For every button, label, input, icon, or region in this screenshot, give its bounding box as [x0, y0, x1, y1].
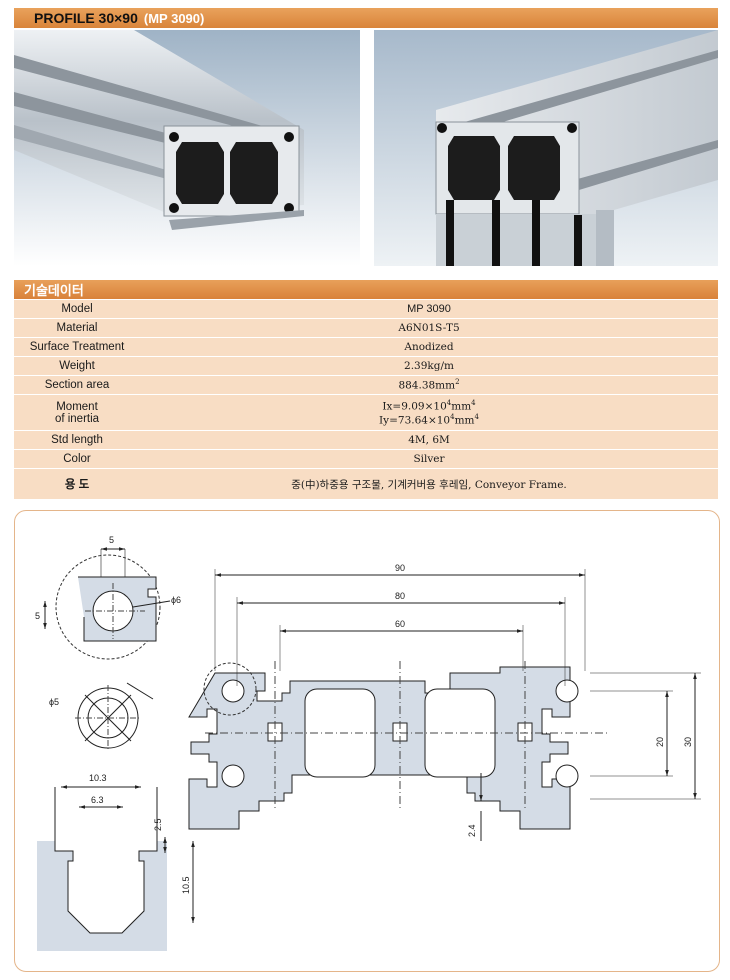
dim-phi5: ϕ5 — [49, 697, 59, 707]
spec-value: MP 3090 — [140, 300, 718, 319]
spec-label: Section area — [14, 375, 140, 395]
page-title: PROFILE 30×90 — [34, 10, 138, 26]
dim-10-5: 10.5 — [181, 876, 191, 894]
spec-value: 중(中)하중용 구조물, 기계커버용 후레임, Conveyor Frame. — [140, 468, 718, 500]
dim-6-3: 6.3 — [91, 795, 104, 805]
dimension-lines: 90 80 60 20 30 2.4 — [214, 563, 701, 841]
inertia-label-1: Moment — [56, 400, 98, 413]
dim-90: 90 — [395, 563, 405, 573]
spec-row-color: Color Silver — [14, 449, 718, 469]
unit-sup: 2 — [455, 378, 460, 387]
profile-cross-section — [188, 661, 610, 830]
dim-5-side: 5 — [35, 611, 40, 621]
spec-label: Weight — [14, 356, 140, 376]
specs-heading-bar: 기술데이터 — [14, 280, 718, 299]
spec-value: 2.39kg/m — [140, 356, 718, 376]
spec-value: Ix=9.09×104mm4 Iy=73.64×104mm4 — [140, 394, 718, 431]
dim-30: 30 — [683, 737, 693, 747]
spec-label: Moment of inertia — [14, 394, 140, 431]
spec-row-material: Material A6N01S-T5 — [14, 318, 718, 338]
slot-detail: 5 5 ϕ6 — [35, 535, 181, 660]
slot-section-detail: 10.3 6.3 2.5 10.5 — [37, 773, 195, 951]
spec-row-surface: Surface Treatment Anodized — [14, 337, 718, 357]
ix-text: Ix=9.09×10 — [382, 400, 447, 413]
iy-text: Iy=73.64×10 — [379, 414, 451, 426]
spec-row-weight: Weight 2.39kg/m — [14, 356, 718, 376]
iy-unit-exp: 4 — [474, 412, 479, 421]
spec-row-inertia: Moment of inertia Ix=9.09×104mm4 Iy=73.6… — [14, 394, 718, 431]
section-value: 884.38mm — [398, 379, 456, 392]
spec-value: 4M, 6M — [140, 430, 718, 450]
dim-10-3: 10.3 — [89, 773, 107, 783]
spec-value: Anodized — [140, 337, 718, 357]
spec-value: Silver — [140, 449, 718, 469]
ix-exp: 4 — [446, 399, 452, 407]
spec-row-length: Std length 4M, 6M — [14, 430, 718, 450]
ix-value: Ix=9.09×104mm4 — [140, 399, 718, 413]
iy-value: Iy=73.64×104mm4 — [140, 413, 718, 427]
ix-unit: mm — [451, 400, 472, 413]
spec-row-section: Section area 884.38mm2 — [14, 375, 718, 395]
spec-label: Material — [14, 318, 140, 338]
title-bar: PROFILE 30×90 (MP 3090) — [14, 8, 718, 28]
dim-60: 60 — [395, 619, 405, 629]
dim-phi6: ϕ6 — [171, 595, 181, 605]
profile-photo-left — [14, 30, 360, 266]
specs-heading: 기술데이터 — [24, 284, 84, 299]
technical-drawing-panel: 5 5 ϕ6 ϕ5 10.3 6.3 2.5 — [14, 510, 720, 972]
spec-table: Model MP 3090 Material A6N01S-T5 Surface… — [14, 300, 718, 500]
spec-value: A6N01S-T5 — [140, 318, 718, 338]
dim-2-4: 2.4 — [467, 824, 477, 837]
spec-label: Model — [14, 300, 140, 319]
spec-row-model: Model MP 3090 — [14, 300, 718, 319]
spec-label: Color — [14, 449, 140, 469]
spec-label: Surface Treatment — [14, 337, 140, 357]
dim-5-top: 5 — [109, 535, 114, 545]
center-bore-detail: ϕ5 — [49, 682, 154, 751]
spec-label: 용 도 — [14, 468, 140, 500]
spec-value: 884.38mm2 — [140, 375, 718, 395]
iy-exp: 4 — [450, 412, 455, 421]
inertia-label-2: of inertia — [54, 412, 100, 425]
ix-unit-exp: 4 — [471, 399, 476, 407]
dim-80: 80 — [395, 591, 405, 601]
profile-photo-right — [374, 30, 718, 266]
technical-drawing: 5 5 ϕ6 ϕ5 10.3 6.3 2.5 — [35, 535, 701, 951]
iy-unit: mm — [454, 414, 475, 426]
model-code: (MP 3090) — [143, 10, 205, 26]
spec-row-usage: 용 도 중(中)하중용 구조물, 기계커버용 후레임, Conveyor Fra… — [14, 468, 718, 500]
dim-20: 20 — [655, 737, 665, 747]
spec-label: Std length — [14, 430, 140, 450]
dim-2-5: 2.5 — [153, 818, 163, 831]
